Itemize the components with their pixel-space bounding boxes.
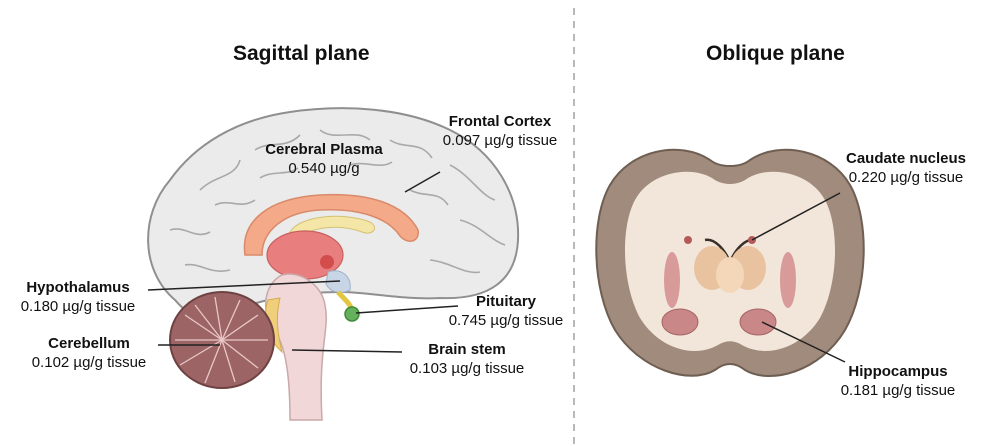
title-sagittal-plane: Sagittal plane bbox=[233, 42, 370, 66]
putamen-left bbox=[664, 252, 680, 308]
caudate-nucleus-value: 0.220 µg/g tissue bbox=[836, 168, 976, 187]
label-cerebellum: Cerebellum 0.102 µg/g tissue bbox=[20, 334, 158, 372]
hippocampus-value: 0.181 µg/g tissue bbox=[828, 381, 968, 400]
label-hypothalamus: Hypothalamus 0.180 µg/g tissue bbox=[4, 278, 152, 316]
hypothalamus-value: 0.180 µg/g tissue bbox=[4, 297, 152, 316]
caudate-left bbox=[684, 236, 692, 244]
label-caudate-nucleus: Caudate nucleus 0.220 µg/g tissue bbox=[836, 149, 976, 187]
frontal-cortex-name: Frontal Cortex bbox=[432, 112, 568, 131]
label-brain-stem: Brain stem 0.103 µg/g tissue bbox=[398, 340, 536, 378]
hippocampus-name: Hippocampus bbox=[828, 362, 968, 381]
brain-stem-shape bbox=[266, 274, 327, 420]
hippocampus-left bbox=[662, 309, 698, 335]
brain-stem-name: Brain stem bbox=[398, 340, 536, 359]
pituitary-name: Pituitary bbox=[438, 292, 574, 311]
pituitary-gland bbox=[345, 307, 359, 321]
brain-stem-value: 0.103 µg/g tissue bbox=[398, 359, 536, 378]
cerebellum-value: 0.102 µg/g tissue bbox=[20, 353, 158, 372]
caudate-nucleus-name: Caudate nucleus bbox=[836, 149, 976, 168]
oblique-brain-illustration bbox=[596, 150, 863, 376]
title-oblique-plane: Oblique plane bbox=[706, 42, 845, 66]
putamen-right bbox=[780, 252, 796, 308]
label-frontal-cortex: Frontal Cortex 0.097 µg/g tissue bbox=[432, 112, 568, 150]
cerebral-plasma-name: Cerebral Plasma bbox=[256, 140, 392, 159]
label-pituitary: Pituitary 0.745 µg/g tissue bbox=[438, 292, 574, 330]
cerebellum-name: Cerebellum bbox=[20, 334, 158, 353]
hippocampus-right bbox=[740, 309, 776, 335]
frontal-cortex-value: 0.097 µg/g tissue bbox=[432, 131, 568, 150]
label-hippocampus: Hippocampus 0.181 µg/g tissue bbox=[828, 362, 968, 400]
cerebral-plasma-value: 0.540 µg/g bbox=[256, 159, 392, 178]
hypothalamus-name: Hypothalamus bbox=[4, 278, 152, 297]
thalamus-dot bbox=[320, 255, 334, 269]
thalamus-slice bbox=[716, 257, 744, 293]
label-cerebral-plasma: Cerebral Plasma 0.540 µg/g bbox=[256, 140, 392, 178]
pituitary-value: 0.745 µg/g tissue bbox=[438, 311, 574, 330]
